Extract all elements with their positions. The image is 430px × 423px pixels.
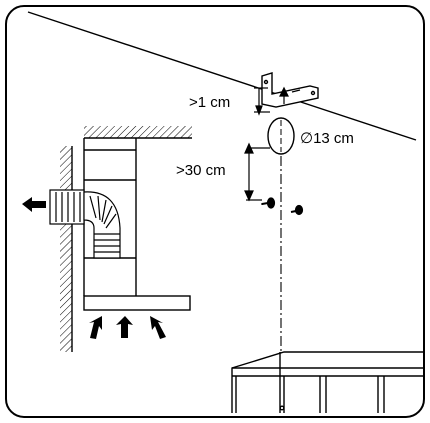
hole-diameter-label: ∅13 cm [300, 130, 354, 147]
mounting-bracket [261, 72, 319, 108]
screw-icon [261, 197, 276, 209]
cabinet [231, 351, 424, 413]
height-min-label: >30 cm [176, 162, 226, 179]
duct-hole-ellipse [267, 117, 295, 155]
ceiling-line [27, 11, 417, 141]
exhaust-arrow-icon [22, 197, 46, 212]
air-flow-arrow-icon [89, 316, 166, 339]
gap-min-label: >1 cm [189, 94, 231, 111]
wall-plug-icon [290, 204, 304, 216]
diagram-border [5, 5, 425, 418]
height-dimension [244, 142, 270, 202]
flexible-duct [49, 189, 121, 259]
hood-canopy [83, 295, 191, 311]
gap-dimension [254, 86, 289, 116]
